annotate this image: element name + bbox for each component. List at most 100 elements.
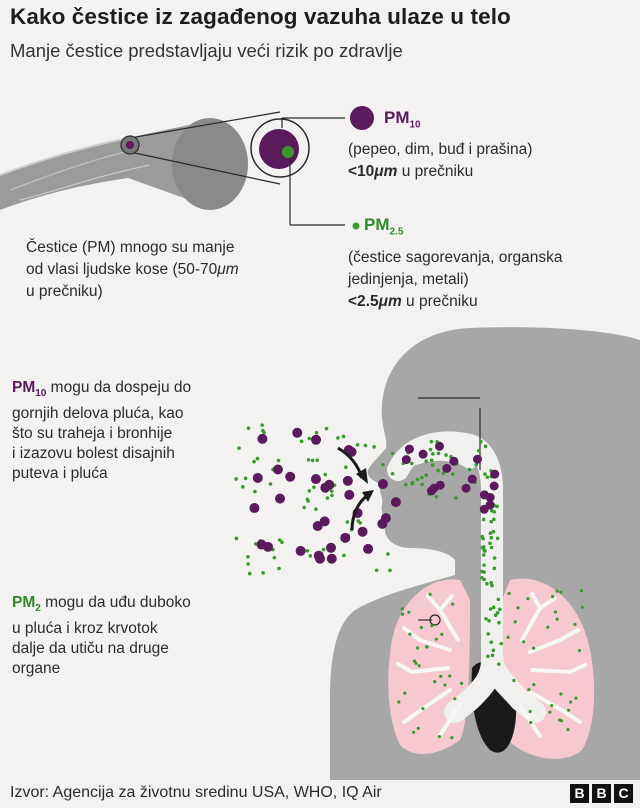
pm25-particle [408,632,412,636]
pm25-particle [305,497,310,502]
pm25-particle [546,625,550,629]
pm25-particle [551,594,555,599]
pm25-particle [425,645,429,649]
pm25-particle [306,458,311,462]
pm25-particle [485,581,489,586]
pm25-particle [430,463,435,467]
pm25-particle [436,451,441,456]
pm25-particle [489,640,494,644]
pm25-particle [429,439,434,444]
pm25-particle [268,482,273,486]
pm25-particle [479,439,483,444]
pm25-particle [433,680,437,684]
pm25-particle [492,517,496,522]
pm25-particle [312,485,316,489]
pm25-particle [495,504,499,509]
pm25-particle [495,611,500,615]
pm25-particle [356,519,361,523]
pm25-particle [574,696,578,700]
pm25-particle [486,632,491,636]
pm25-particle [407,610,411,614]
pm25-particle [434,494,439,499]
pm25-particle [526,597,530,601]
pm25-particle [253,542,258,546]
pm25-particle [409,461,414,466]
pm10-particle [449,456,459,466]
pm25-particle [481,553,486,557]
pm25-particle [459,681,464,685]
pm25-particle [482,563,486,567]
pm25-particle [481,517,486,522]
pm25-particle [307,436,312,441]
pm10-particle [310,474,321,485]
pm25-particle [532,682,536,687]
pm25-particle [580,605,584,609]
page-subtitle: Manje čestice predstavljaju veći rizik p… [10,40,403,61]
hair-caption-1: Čestice (PM) mnogo su manje [26,239,235,256]
pm25-particle [260,423,264,427]
pm10-particle [435,480,445,490]
pm25-particle [490,653,495,658]
pm25-particle [237,446,241,450]
pm25-particle [234,477,238,481]
pm25-particle [325,496,330,500]
pm25-particle [381,462,385,467]
pm25-particle [506,635,510,639]
pm25-particle [559,590,563,594]
pm10-particle [275,493,286,504]
pm10-particle [435,441,445,451]
pm25-particle [234,536,239,541]
pm25-particle [261,571,265,575]
pm25-particle [448,674,452,678]
pm25-particle [246,555,250,559]
pm25-particle [421,707,425,711]
pm10-particle [485,492,495,502]
pm25-particle [516,606,520,610]
pm25-particle [400,612,405,616]
pm25-particle [307,489,312,493]
pm25-particle [323,472,328,477]
pm25-particle [567,708,571,712]
pm25-particle [559,719,564,723]
pm25-particle [403,691,407,695]
pm10-particle [442,463,452,473]
pm25-particle [247,571,252,576]
pm25-particle [483,444,488,449]
pm25-particle [424,473,429,477]
pm10-particle [342,475,353,486]
pm10-particle [401,455,411,465]
pm25-particle [487,618,491,623]
pm25-particle [480,569,484,574]
pm10-particle [311,434,322,445]
pm25-particle [453,697,457,701]
pm25-particle [308,554,313,558]
pm25-particle [336,436,340,440]
pm25-particle [253,489,257,494]
pm25-legend-title: PM2.5 [364,215,404,238]
pm25-particle [434,637,438,641]
pm25-particle [440,632,444,636]
pm10-particle [249,503,260,514]
pm25-particle [329,489,334,493]
pm25-particle [430,624,434,628]
pm25-particle [495,536,500,541]
pm25-particle [261,428,265,433]
pm25-particle [243,476,248,481]
pm25-particle [488,607,493,611]
pm25-particle [314,431,319,435]
pm25-particle [428,447,433,452]
pm10-particle [326,553,337,564]
particle-cloud [234,423,584,740]
pm25-particle [299,439,304,444]
pm25-particle [555,589,559,593]
pm10-particle [320,482,331,493]
pm25-particle [485,475,490,479]
pm25-legend-desc-2: jedinjenja, metali) [348,271,469,288]
pm25-particle [374,568,379,573]
pm25-particle [272,555,277,560]
pm25-particle [488,541,492,546]
pm25-particle [372,445,376,449]
pm25-particle [386,552,390,556]
pm25-particle [444,453,448,457]
